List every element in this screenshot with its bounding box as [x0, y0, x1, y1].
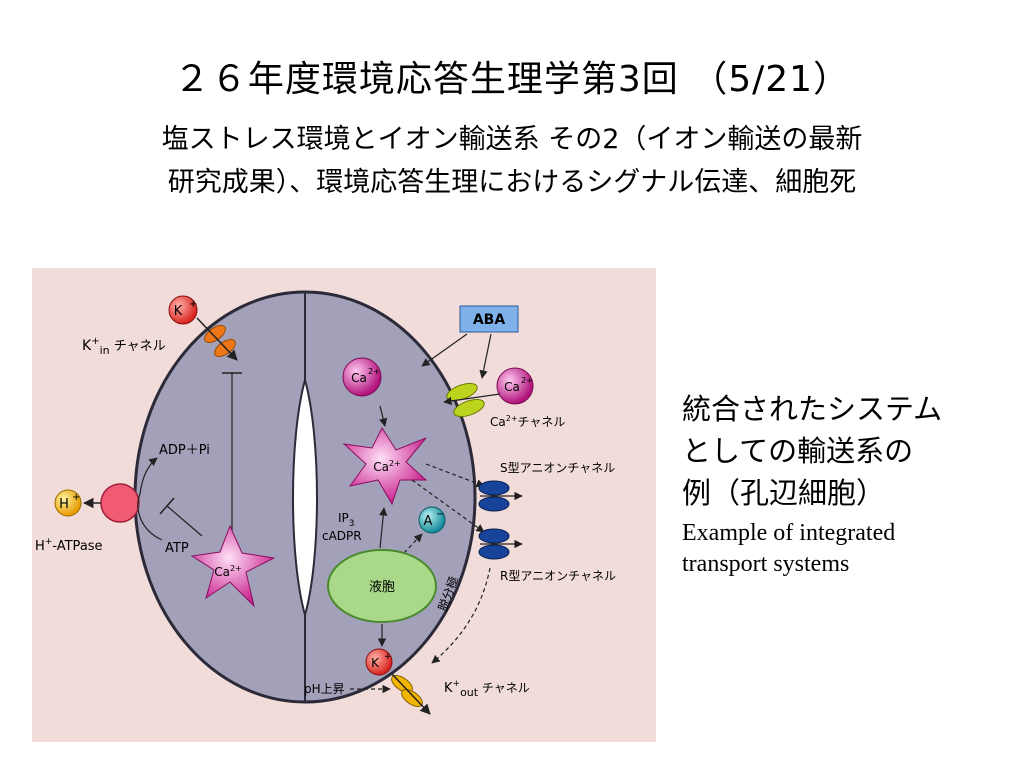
svg-text:H: H	[59, 497, 69, 512]
ph-rise-label: pH上昇	[304, 682, 345, 696]
svg-text:+: +	[72, 492, 80, 503]
r-type-label: R型アニオンチャネル	[500, 569, 616, 583]
k-in-channel-label: K+in チャネル	[82, 336, 166, 357]
ca-signal-star-center	[342, 426, 428, 506]
svg-text:+: +	[384, 652, 392, 662]
svg-text:2+: 2+	[521, 376, 533, 385]
anion: A −	[418, 506, 446, 534]
k-out-channel-label: K+out チャネル	[444, 679, 530, 699]
guard-cell-diagram: K + K+in チャネル H + H+-ATPase ADP＋Pi ATP C…	[32, 268, 656, 742]
caption-english: Example of integrated transport systems	[682, 518, 1012, 580]
svg-text:+: +	[189, 299, 197, 310]
caption-en-line-2: transport systems	[682, 551, 850, 577]
h-atpase-pump	[100, 483, 140, 523]
ca-signal-star-left	[190, 524, 276, 608]
k-ion-bottom: K +	[365, 648, 393, 676]
k-ion-top: K +	[168, 295, 198, 325]
slide-subtitle: 塩ストレス環境とイオン輸送系 その2（イオン輸送の最新 研究成果）、環境応答生理…	[20, 118, 1004, 204]
aba-label: ABA	[473, 312, 506, 328]
r-type-anion-channel	[478, 528, 510, 560]
slide-title: ２６年度環境応答生理学第3回 （5/21）	[173, 59, 851, 100]
subtitle-line-2: 研究成果）、環境応答生理におけるシグナル伝達、細胞死	[167, 167, 857, 198]
svg-text:Ca: Ca	[351, 371, 367, 385]
svg-text:K: K	[174, 304, 183, 319]
svg-text:Ca: Ca	[504, 380, 520, 394]
adp-pi-label: ADP＋Pi	[159, 443, 210, 458]
ip3-label: IP3	[338, 511, 355, 529]
ca-star-left-label: Ca2+	[214, 564, 242, 579]
caption-ja-line-2: としての輸送系の	[682, 434, 914, 468]
ca-channel-label: Ca2+チャネル	[490, 414, 565, 429]
cadpr-label: cADPR	[322, 529, 362, 543]
ca-ion-outside: Ca 2+	[496, 367, 534, 405]
vacuole	[327, 549, 437, 623]
h-ion: H +	[54, 489, 82, 517]
ca-star-center-label: Ca2+	[373, 459, 401, 474]
stomatal-pore	[292, 376, 318, 619]
vacuole-label: 液胞	[369, 580, 395, 595]
ca-ion-inside: Ca 2+	[342, 357, 382, 397]
s-type-anion-channel	[478, 480, 510, 512]
caption-ja-line-1: 統合されたシステム	[682, 392, 943, 426]
svg-text:2+: 2+	[368, 367, 380, 376]
s-type-label: S型アニオンチャネル	[500, 461, 615, 475]
atp-label: ATP	[165, 541, 189, 556]
h-atpase-label: H+-ATPase	[35, 537, 103, 554]
caption-ja-line-3: 例（孔辺細胞）	[682, 476, 886, 510]
svg-text:A: A	[424, 514, 433, 529]
caption-japanese: 統合されたシステム としての輸送系の 例（孔辺細胞）	[682, 388, 1012, 514]
aba-box	[459, 305, 519, 333]
subtitle-line-1: 塩ストレス環境とイオン輸送系 その2（イオン輸送の最新	[161, 124, 863, 155]
svg-text:−: −	[436, 509, 444, 520]
svg-text:K: K	[371, 656, 380, 670]
caption-en-line-1: Example of integrated	[682, 520, 896, 546]
